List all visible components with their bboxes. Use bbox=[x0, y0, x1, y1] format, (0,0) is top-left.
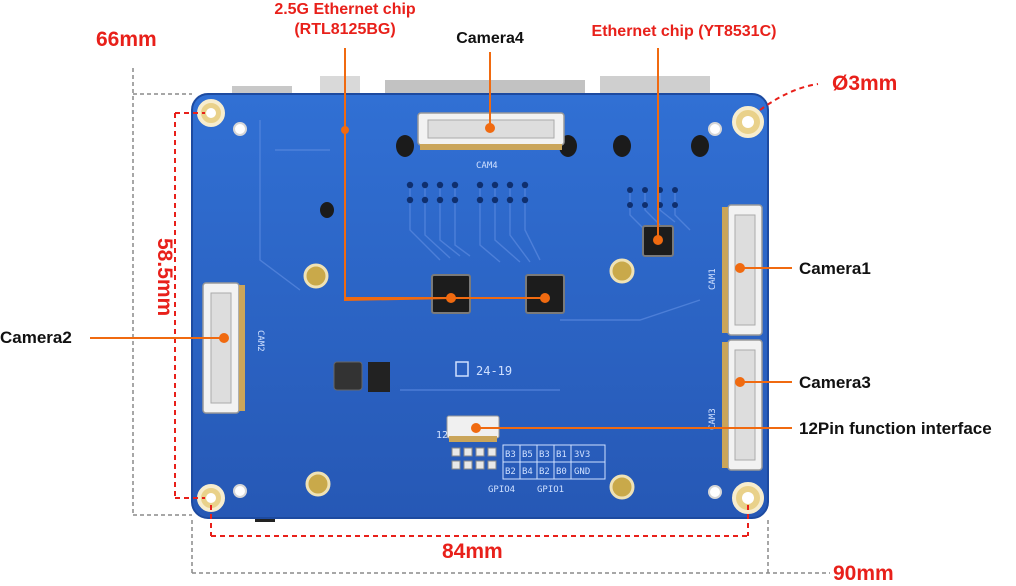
camera2-label: Camera2 bbox=[0, 328, 72, 347]
pin-cell: B3 bbox=[505, 450, 516, 460]
pin-cell: B2 bbox=[539, 467, 550, 477]
via-holes bbox=[406, 181, 678, 208]
eth25-chip-label: 2.5G Ethernet chip (RTL8125BG) bbox=[250, 0, 440, 40]
pcb-traces bbox=[259, 120, 701, 391]
callout-dots bbox=[219, 123, 745, 433]
cam4-silkscreen: CAM4 bbox=[476, 161, 498, 171]
eth25-line2: (RTL8125BG) bbox=[294, 21, 396, 38]
pads bbox=[303, 258, 635, 500]
height-total-label: 90mm bbox=[833, 562, 894, 585]
pin-cell: B0 bbox=[556, 467, 567, 477]
cam3-connector bbox=[722, 339, 763, 471]
cam2-silkscreen: CAM2 bbox=[255, 330, 265, 352]
hole-width-label: 84mm bbox=[442, 540, 503, 563]
camera1-label: Camera1 bbox=[799, 259, 871, 278]
ethernet-chip-label: Ethernet chip (YT8531C) bbox=[591, 23, 777, 40]
gpio1-label: GPIO1 bbox=[537, 485, 564, 495]
pin-cell: GND bbox=[574, 467, 590, 477]
pin-header-grid bbox=[451, 447, 497, 470]
pin-cell: B5 bbox=[522, 450, 533, 460]
pin-cell: B1 bbox=[556, 450, 567, 460]
pin-cell: 3V3 bbox=[574, 450, 590, 460]
hole-diameter-label: Ø3mm bbox=[832, 72, 898, 95]
pin-table-row1: B3 B5 B3 B1 3V3 bbox=[505, 450, 590, 460]
pin-table bbox=[502, 444, 606, 480]
date-code: 24-19 bbox=[476, 364, 512, 378]
pin-table-row2: B2 B4 B2 B0 GND bbox=[505, 467, 590, 477]
pin-count: 12 bbox=[436, 430, 448, 441]
cam1-connector bbox=[722, 204, 763, 336]
mounting-holes bbox=[197, 99, 764, 514]
cam3-silkscreen: CAM3 bbox=[708, 408, 718, 430]
inductor bbox=[333, 361, 363, 391]
width-total-label: 66mm bbox=[96, 28, 157, 51]
cam2-connector bbox=[202, 282, 245, 414]
small-pads bbox=[233, 122, 722, 499]
cam1-silkscreen: CAM1 bbox=[708, 268, 718, 290]
pcb-board bbox=[191, 93, 769, 519]
hole-height-label: 58.5mm bbox=[153, 238, 176, 317]
gpio4-label: GPIO4 bbox=[488, 485, 515, 495]
camera3-label: Camera3 bbox=[799, 373, 871, 392]
hole-dimension-box bbox=[174, 83, 819, 537]
function-interface-label: 12Pin function interface bbox=[799, 419, 992, 438]
board-logo bbox=[455, 361, 469, 377]
pin-cell: B3 bbox=[539, 450, 550, 460]
power-chip bbox=[368, 362, 390, 392]
camera4-label: Camera4 bbox=[456, 30, 524, 47]
outer-dimension-lines bbox=[132, 68, 830, 575]
pin-cell: B4 bbox=[522, 467, 533, 477]
eth25-line1: 2.5G Ethernet chip bbox=[274, 1, 416, 18]
pin-cell: B2 bbox=[505, 467, 516, 477]
